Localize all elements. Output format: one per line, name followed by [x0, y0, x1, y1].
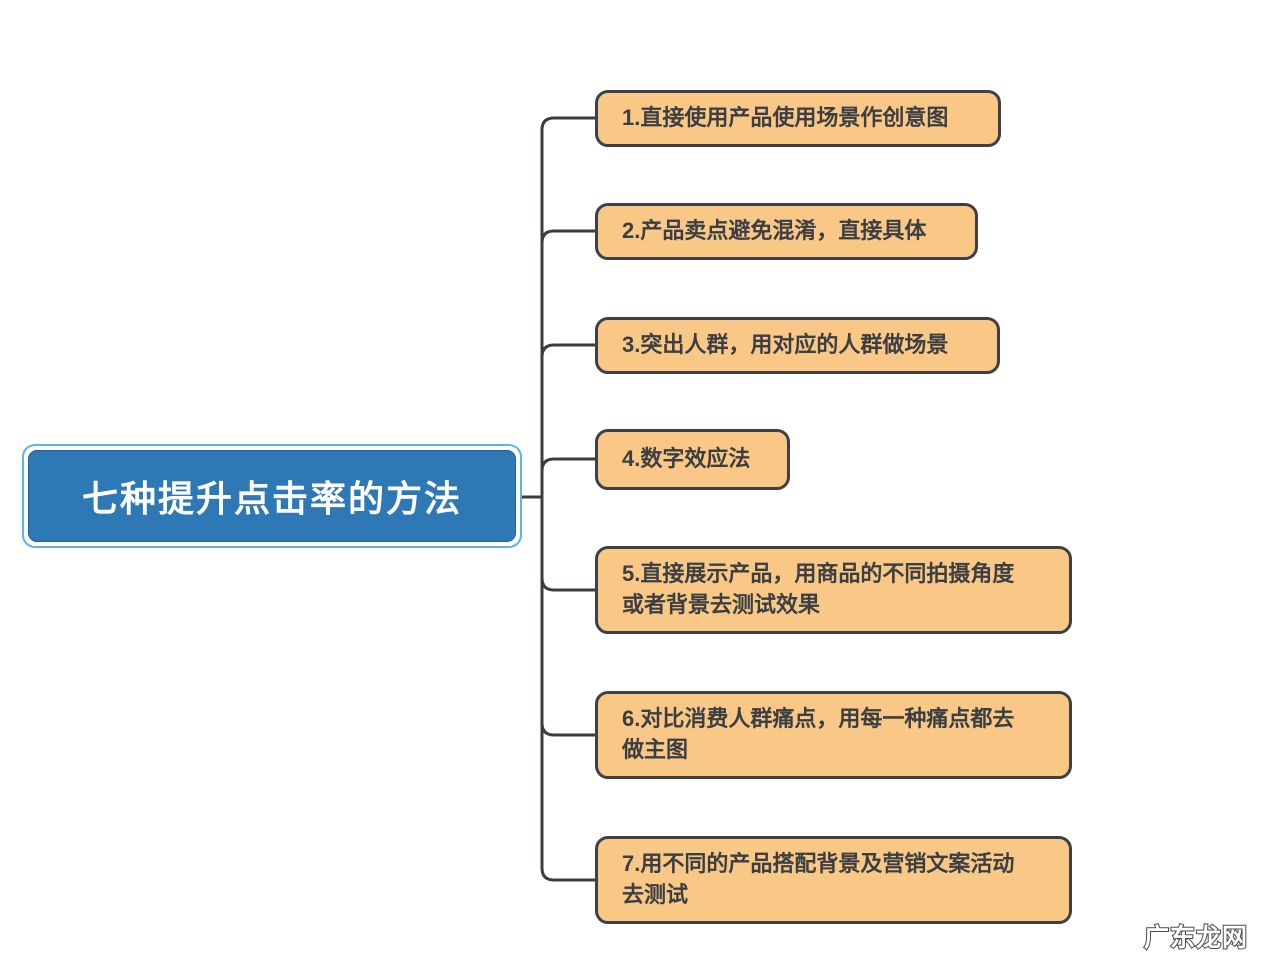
branch-node-3[interactable]: 3.突出人群，用对应的人群做场景 [595, 317, 1000, 374]
branch-node-6[interactable]: 6.对比消费人群痛点，用每一种痛点都去 做主图 [595, 691, 1072, 779]
branch-node-2[interactable]: 2.产品卖点避免混淆，直接具体 [595, 203, 978, 260]
connector-branch-6 [540, 495, 597, 737]
connector-branch-2 [540, 229, 597, 499]
branch-node-5[interactable]: 5.直接展示产品，用商品的不同拍摄角度 或者背景去测试效果 [595, 546, 1072, 634]
branch-node-4[interactable]: 4.数字效应法 [595, 429, 790, 490]
connector-branch-7 [540, 495, 597, 882]
root-node-label: 七种提升点击率的方法 [81, 478, 462, 519]
connector-branch-4 [540, 457, 597, 499]
watermark: 广东龙网 [1143, 923, 1248, 953]
root-node-body[interactable]: 七种提升点击率的方法 [28, 450, 516, 542]
connector-branch-3 [540, 343, 597, 499]
root-node[interactable]: 七种提升点击率的方法 [22, 444, 522, 548]
connector-branch-1 [540, 116, 597, 499]
branch-node-1[interactable]: 1.直接使用产品使用场景作创意图 [595, 90, 1001, 147]
branch-node-7[interactable]: 7.用不同的产品搭配背景及营销文案活动 去测试 [595, 836, 1072, 924]
connector-branch-5 [540, 495, 597, 592]
